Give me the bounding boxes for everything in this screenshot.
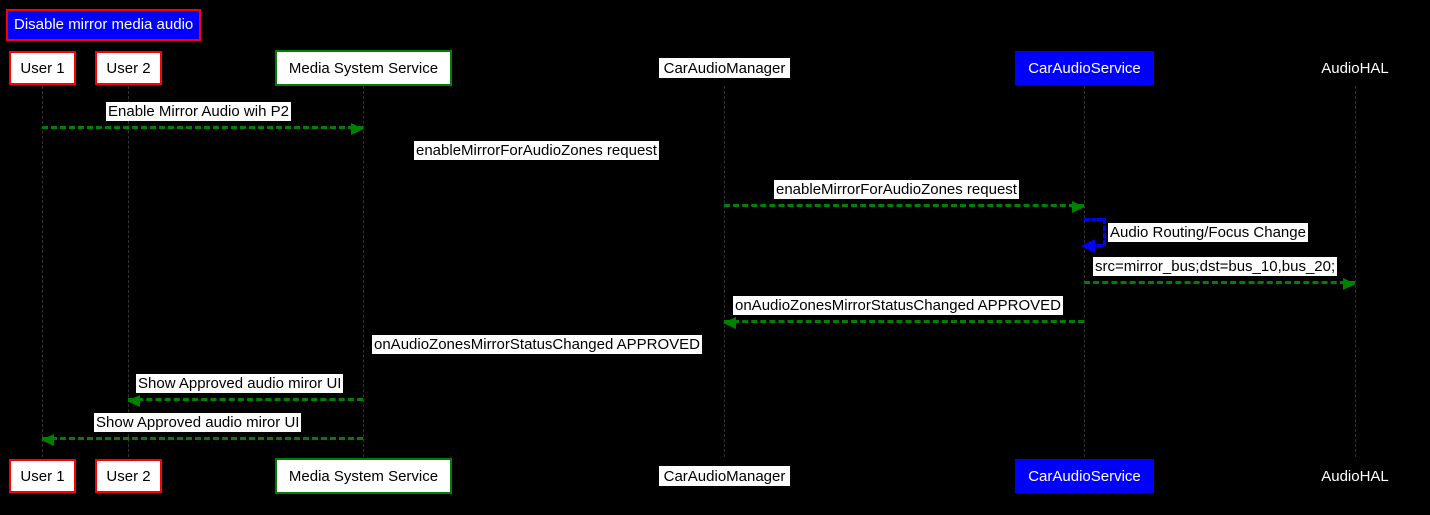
message-arrow-show-approved-audio-miror-ui-user2 — [127, 395, 363, 407]
selfcall-segment-right — [1103, 218, 1106, 246]
message-label-show-approved-audio-miror-ui-user2: Show Approved audio miror UI — [136, 374, 344, 394]
message-label-audio-routing-focus-change: Audio Routing/Focus Change — [1108, 223, 1308, 243]
message-label-onaudiozonesmirrorstatuschanged-approved-1: onAudioZonesMirrorStatusChanged APPROVED — [733, 296, 1064, 316]
message-label-onaudiozonesmirrorstatuschanged-approved-2: onAudioZonesMirrorStatusChanged APPROVED — [372, 335, 703, 355]
lifeline-user1 — [42, 86, 44, 457]
participant-user2-top[interactable]: User 2 — [95, 51, 162, 85]
participant-user1-bottom[interactable]: User 1 — [9, 459, 76, 493]
participant-caraudiomanager-bottom[interactable]: CarAudioManager — [659, 466, 790, 486]
participant-caraudiomanager-top[interactable]: CarAudioManager — [659, 58, 790, 78]
participant-mediasystemservice-bottom[interactable]: Media System Service — [275, 458, 452, 494]
message-arrow-enable-mirror-audio-wih-p2 — [42, 123, 364, 135]
message-arrow-onaudiozonesmirrorstatuschanged-approved-1 — [723, 317, 1084, 329]
participant-user2-bottom[interactable]: User 2 — [95, 459, 162, 493]
message-label-enablemirrorforaudiozones-request-2: enableMirrorForAudioZones request — [774, 180, 1019, 200]
arrowhead-left-icon — [41, 434, 54, 446]
lifeline-mediasystemservice — [363, 86, 365, 457]
message-arrow-show-approved-audio-miror-ui-user1 — [41, 434, 363, 446]
participant-caraudioservice-top[interactable]: CarAudioService — [1015, 51, 1154, 85]
diagram-title-box: Disable mirror media audio — [6, 9, 202, 41]
lifeline-caraudiomanager — [724, 86, 726, 457]
lifeline-caraudioservice — [1084, 86, 1086, 457]
message-label-src-mirror-bus: src=mirror_bus;dst=bus_10,bus_20; — [1093, 257, 1338, 277]
message-arrow-enablemirrorforaudiozones-request-2 — [724, 201, 1085, 213]
selfcall-segment-top — [1084, 218, 1103, 221]
arrowhead-left-icon — [723, 317, 736, 329]
participant-caraudioservice-bottom[interactable]: CarAudioService — [1015, 459, 1154, 493]
arrowhead-right-icon — [351, 123, 364, 135]
message-label-show-approved-audio-miror-ui-user1: Show Approved audio miror UI — [94, 413, 302, 433]
message-arrow-src-mirror-bus — [1084, 278, 1356, 290]
lifeline-user2 — [128, 86, 130, 457]
participant-user1-top[interactable]: User 1 — [9, 51, 76, 85]
arrowhead-right-icon — [1072, 201, 1085, 213]
participant-audiohal-top[interactable]: AudioHAL — [1321, 59, 1389, 77]
participant-audiohal-bottom[interactable]: AudioHAL — [1321, 467, 1389, 485]
arrowhead-left-icon — [1081, 239, 1095, 253]
message-label-enablemirrorforaudiozones-request-1: enableMirrorForAudioZones request — [414, 141, 659, 161]
message-selfcall-audio-routing-focus-change — [1081, 218, 1106, 253]
participant-mediasystemservice-top[interactable]: Media System Service — [275, 50, 452, 86]
arrowhead-left-icon — [127, 395, 140, 407]
message-label-enable-mirror-audio-wih-p2: Enable Mirror Audio wih P2 — [106, 102, 291, 122]
arrowhead-right-icon — [1343, 278, 1356, 290]
lifeline-audiohal — [1355, 86, 1357, 457]
